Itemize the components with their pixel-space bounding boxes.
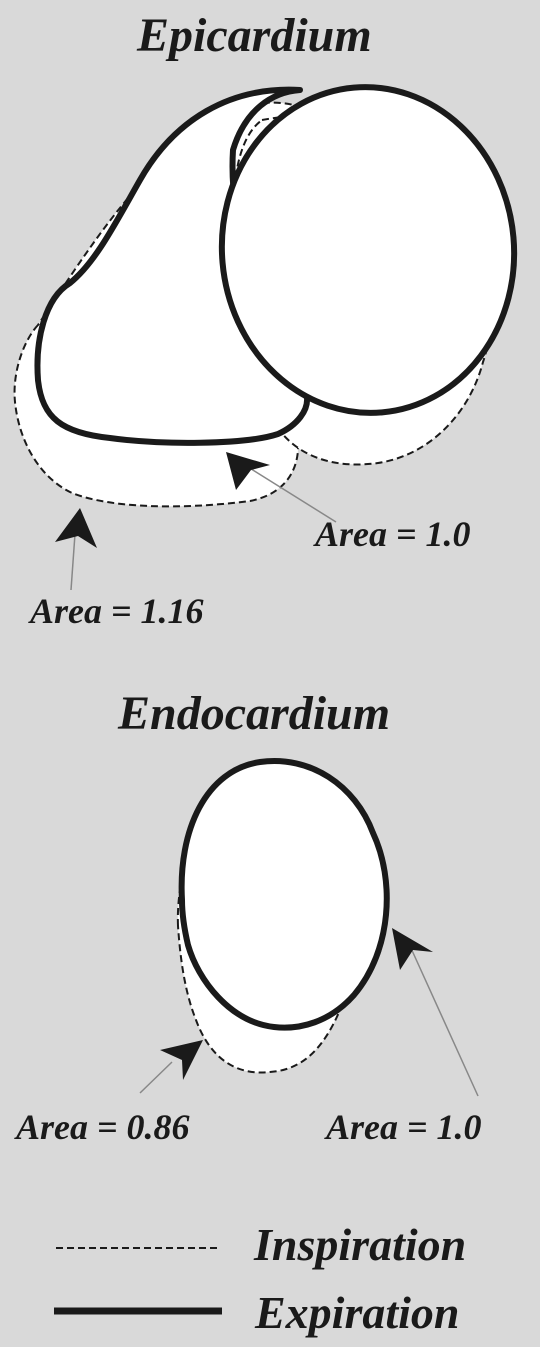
legend-expiration-label: Expiration (255, 1290, 460, 1336)
endocardium-inspiration-arrowhead (160, 1040, 203, 1080)
epicardium-expiration-area-label: Area = 1.0 (315, 516, 471, 552)
endocardium-inspiration-area-label: Area = 0.86 (16, 1109, 190, 1145)
endocardium-title: Endocardium (118, 690, 390, 738)
endocardium-inspiration-leader-line (140, 1062, 172, 1093)
epicardium-inspiration-arrowhead (55, 508, 97, 548)
epicardium-inspiration-area-label: Area = 1.16 (30, 593, 204, 629)
endocardium-expiration-area-label: Area = 1.0 (326, 1109, 482, 1145)
endocardium-expiration-contour (182, 761, 387, 1028)
epicardium-title: Epicardium (137, 12, 372, 60)
endocardium-expiration-leader-line (410, 946, 478, 1096)
legend-inspiration-label: Inspiration (254, 1222, 466, 1268)
endocardium-expiration-arrowhead (392, 928, 433, 970)
